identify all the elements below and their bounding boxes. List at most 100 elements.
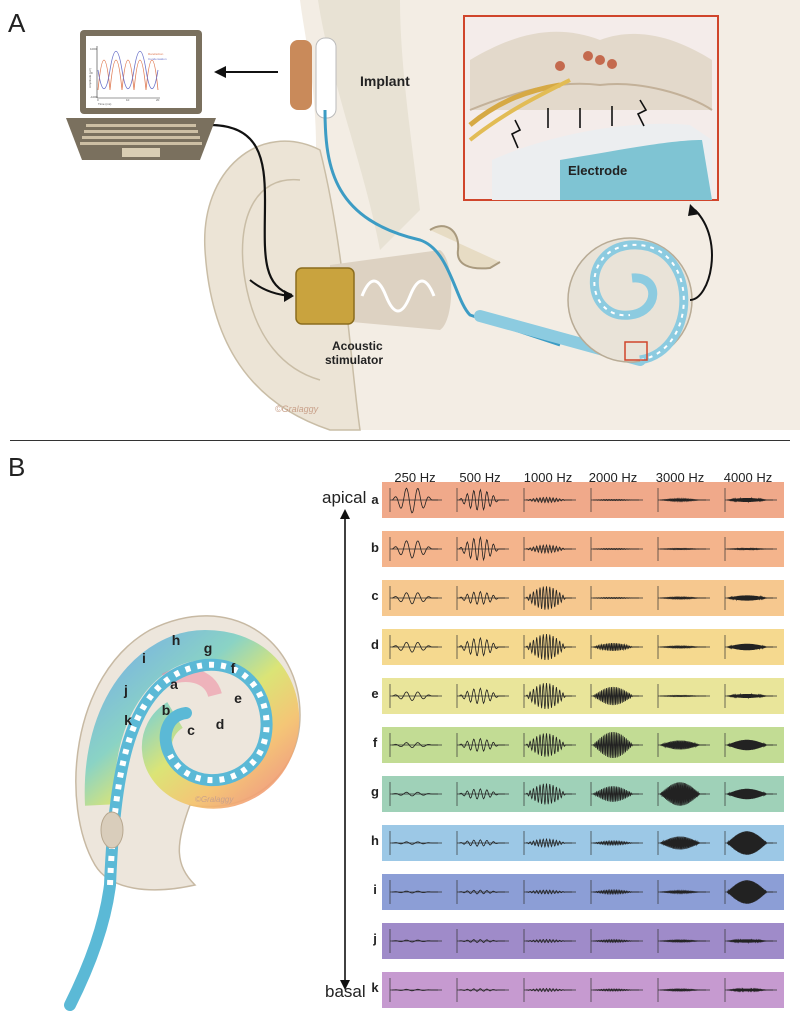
implant-label: Implant [360, 73, 410, 89]
waveform-j-4000hz [727, 938, 773, 944]
acoustic-label-line1: Acoustic [332, 339, 383, 353]
laptop-xtick-1: 0 [97, 98, 99, 102]
freq-label-250: 250 Hz [394, 470, 436, 485]
row-band-d [382, 629, 784, 665]
implant-magnet [290, 40, 312, 110]
freq-label-500: 500 Hz [459, 470, 501, 485]
waveform-c-250hz [391, 592, 438, 605]
waveform-c-500hz [458, 590, 505, 606]
waveform-k-4000hz [727, 987, 773, 993]
waveform-b-1000hz [525, 543, 572, 555]
row-letter-d: d [371, 637, 379, 652]
waveform-b-4000hz [727, 547, 773, 551]
spiral-letter-a: a [170, 676, 178, 692]
freq-label-2000: 2000 Hz [588, 470, 638, 485]
band-background-d [382, 629, 784, 665]
waveform-g-1000hz [525, 783, 572, 805]
waveform-e-500hz [458, 687, 505, 705]
waveform-f-1000hz [525, 733, 572, 757]
waveform-g-4000hz [726, 788, 773, 800]
sound-wave [360, 279, 436, 313]
axis-arrow-down [340, 980, 350, 990]
waveform-i-1000hz [526, 889, 572, 895]
signature-b: ©Gralaggy [195, 795, 234, 804]
waveform-e-2000hz [592, 686, 639, 706]
basal-label: basal [325, 982, 366, 1001]
cable-to-stimulator [209, 123, 293, 297]
waveform-g-500hz [458, 788, 505, 800]
waveform-d-250hz [391, 641, 438, 653]
laptop-legend-2: Condensation [148, 57, 167, 61]
spiral-letter-j: j [124, 682, 128, 698]
signature-a: ©Gralaggy [275, 404, 319, 414]
row-letter-g: g [371, 784, 379, 799]
row-letter-h: h [371, 833, 379, 848]
waveform-a-1000hz [525, 496, 572, 504]
ear-canal [330, 250, 452, 330]
waveform-f-250hz [391, 742, 438, 749]
laptop-ylabel: Amplitude (µV) [88, 68, 92, 88]
implant-lead [323, 109, 561, 347]
row-band-h [382, 825, 784, 861]
waveform-k-250hz [392, 988, 438, 992]
waveform-d-2000hz [593, 643, 639, 652]
laptop-xlabel: Time (ms) [98, 102, 111, 106]
band-background-h [382, 825, 784, 861]
waveform-i-3000hz [660, 889, 706, 895]
inset-electrode-view [463, 15, 719, 201]
row-band-a [382, 482, 784, 518]
laptop-ytick-1: 1000 [90, 47, 97, 51]
acoustic-stimulator [295, 267, 355, 325]
waveform-d-500hz [458, 636, 505, 657]
waveform-b-250hz [391, 540, 438, 559]
waveform-h-3000hz [659, 836, 706, 850]
spiral-letter-h: h [171, 632, 181, 648]
row-letter-k: k [371, 980, 379, 995]
row-band-e [382, 678, 784, 714]
panel-divider [10, 440, 790, 441]
waveform-k-2000hz [593, 988, 639, 992]
laptop-waveform-blue [97, 50, 159, 90]
band-background-f [382, 727, 784, 763]
spiral-letter-f: f [230, 660, 236, 676]
panel-b-letter: B [8, 452, 26, 482]
waveform-h-1000hz [525, 837, 572, 849]
waveform-e-250hz [391, 691, 438, 701]
waveform-j-1000hz [526, 938, 572, 944]
waveform-k-3000hz [660, 988, 706, 992]
waveform-c-1000hz [525, 586, 572, 610]
waveform-a-4000hz [727, 496, 773, 504]
waveform-c-2000hz [593, 596, 639, 600]
implant-receiver [315, 37, 337, 119]
laptop-ytick-3: -1000 [90, 95, 98, 99]
skull-bone [318, 0, 420, 250]
cochlea-color-band [84, 629, 300, 809]
band-background-e [382, 678, 784, 714]
row-letter-a: a [371, 492, 379, 507]
waveform-e-1000hz [525, 682, 572, 710]
pinna-fold [241, 178, 321, 381]
row-band-g [382, 776, 784, 812]
waveform-k-500hz [458, 988, 505, 992]
waveform-j-250hz [392, 939, 438, 943]
waveform-i-2000hz [593, 888, 639, 896]
band-background-i [382, 874, 784, 910]
waveform-d-3000hz [660, 645, 706, 649]
row-band-c [382, 580, 784, 616]
row-letter-f: f [372, 735, 378, 750]
waveform-g-2000hz [592, 786, 639, 802]
waveform-b-3000hz [660, 547, 706, 551]
waveform-j-2000hz [593, 938, 639, 944]
panel-b-spiral-illustration: ©Gralaggy [64, 509, 350, 1011]
laptop-xtick-2: 10 [126, 98, 130, 102]
waveform-h-2000hz [593, 839, 639, 847]
waveform-h-500hz [458, 839, 505, 847]
spiral-electrode-contacts [107, 661, 270, 886]
laptop-legend-1: Rarefaction [148, 52, 164, 56]
waveform-a-500hz [458, 488, 505, 512]
band-background-a [382, 482, 784, 518]
freq-label-3000: 3000 Hz [655, 470, 705, 485]
spiral-letter-g: g [203, 640, 213, 656]
waveform-i-4000hz [726, 880, 773, 904]
waveform-d-1000hz [525, 633, 572, 661]
